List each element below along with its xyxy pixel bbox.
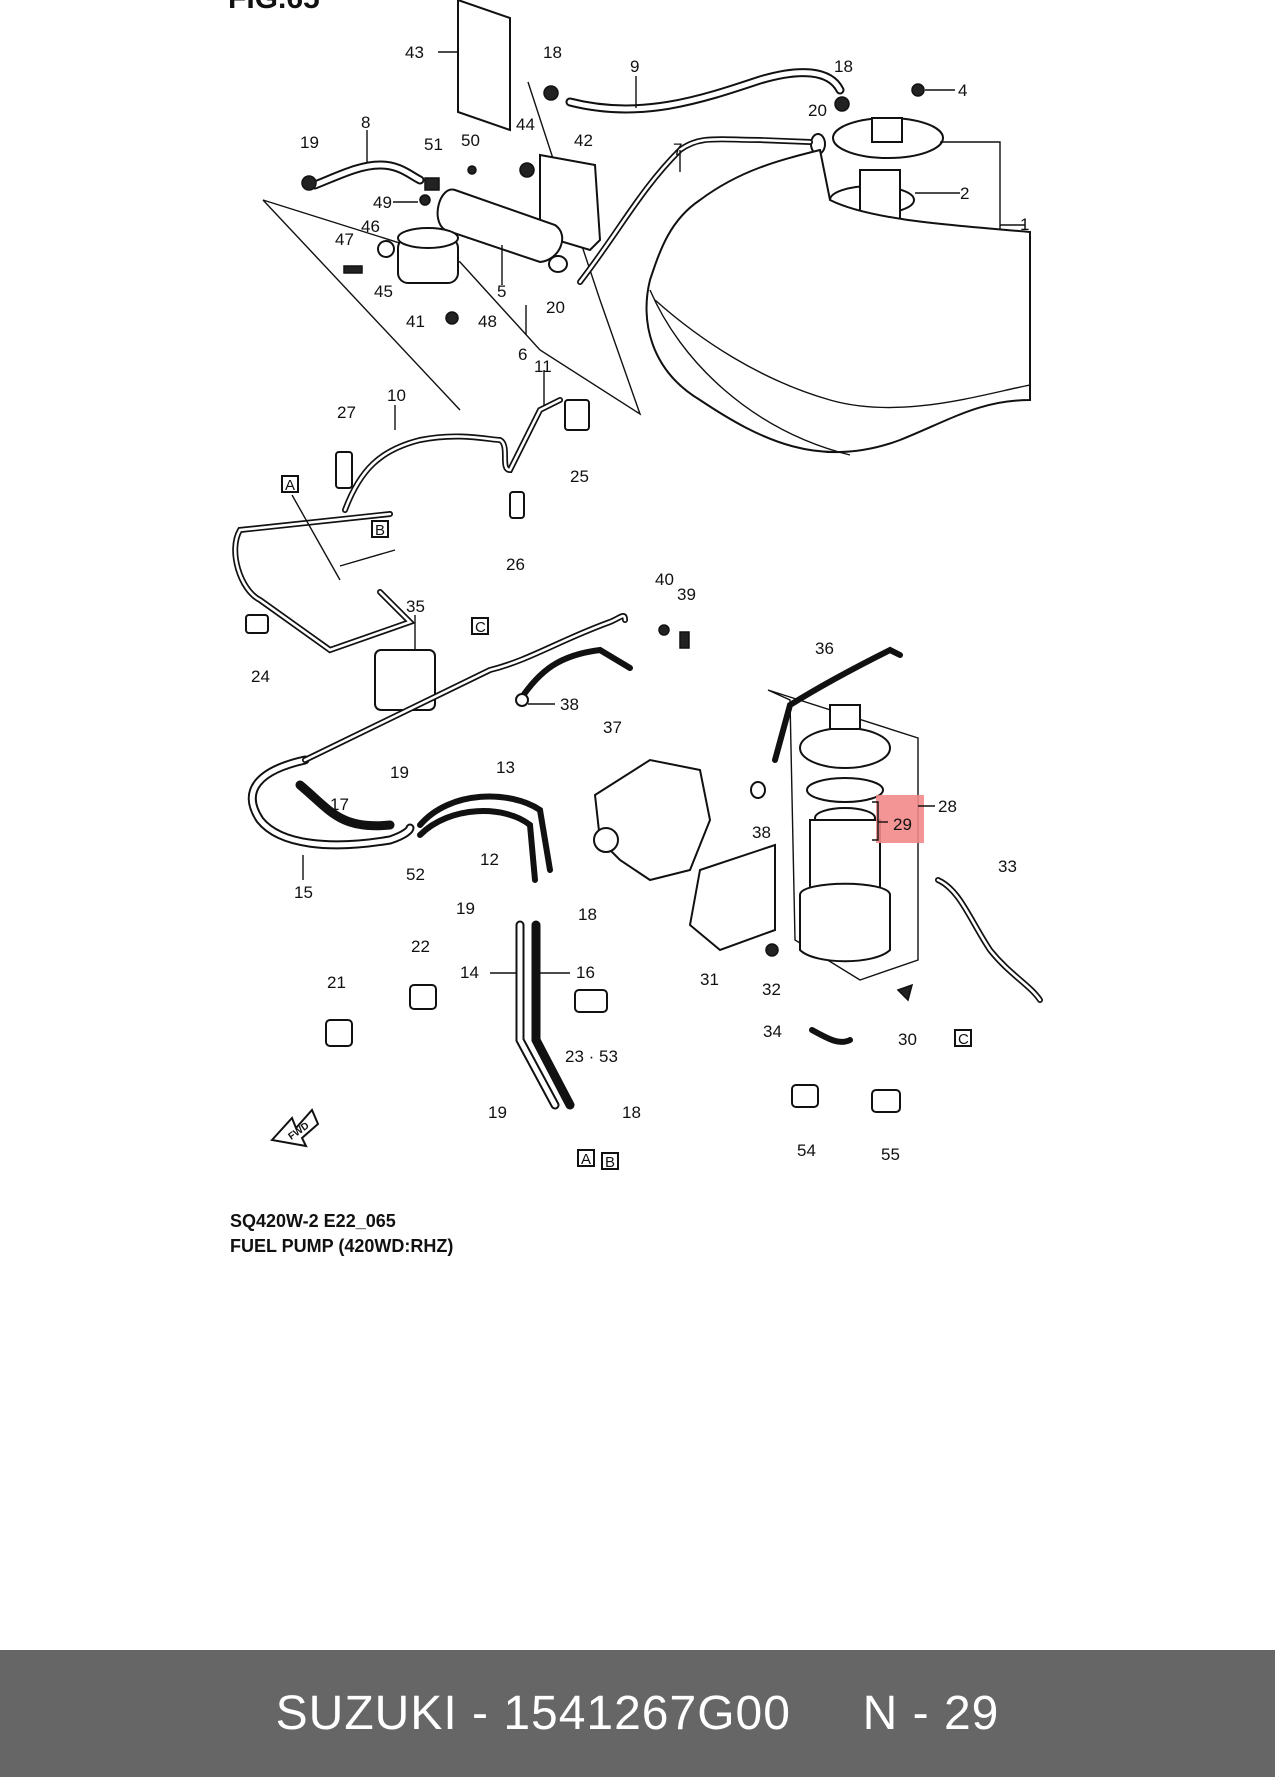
- label-2: 2: [960, 184, 969, 203]
- label-10: 10: [387, 386, 406, 405]
- label-19c: 19: [456, 899, 475, 918]
- label-47: 47: [335, 230, 354, 249]
- label-6: 6: [518, 345, 527, 364]
- label-29: 29: [893, 815, 912, 834]
- label-18d: 18: [622, 1103, 641, 1122]
- label-5: 5: [497, 282, 506, 301]
- label-38b: 38: [752, 823, 771, 842]
- label-4: 4: [958, 81, 967, 100]
- label-42: 42: [574, 131, 593, 150]
- label-18b: 18: [834, 57, 853, 76]
- label-30: 30: [898, 1030, 917, 1049]
- label-52: 52: [406, 865, 425, 884]
- label-18a: 18: [543, 43, 562, 62]
- label-21: 21: [327, 973, 346, 992]
- label-18c: 18: [578, 905, 597, 924]
- label-14: 14: [460, 963, 479, 982]
- diagram-title: FUEL PUMP (420WD:RHZ): [230, 1236, 454, 1256]
- label-9: 9: [630, 57, 639, 76]
- label-41: 41: [406, 312, 425, 331]
- label-38a: 38: [560, 695, 579, 714]
- label-27: 27: [337, 403, 356, 422]
- label-28: 28: [938, 797, 957, 816]
- label-44: 44: [516, 115, 535, 134]
- ref-marker-c2: C: [958, 1031, 969, 1048]
- filter-cap: [799, 727, 891, 769]
- label-39: 39: [677, 585, 696, 604]
- label-7: 7: [673, 140, 682, 159]
- diagram-caption: SQ420W-2 E22_065 FUEL PUMP (420WD:RHZ): [230, 1209, 453, 1259]
- label-43: 43: [405, 43, 424, 62]
- label-40: 40: [655, 570, 674, 589]
- injection-pump: [593, 758, 712, 882]
- label-19d: 19: [488, 1103, 507, 1122]
- label-19a: 19: [300, 133, 319, 152]
- label-17: 17: [330, 795, 349, 814]
- label-19b: 19: [390, 763, 409, 782]
- footer-separator: -: [472, 1687, 489, 1740]
- label-37: 37: [603, 718, 622, 737]
- label-20a: 20: [808, 101, 827, 120]
- label-12: 12: [480, 850, 499, 869]
- label-13: 13: [496, 758, 515, 777]
- label-46: 46: [361, 217, 380, 236]
- label-49: 49: [373, 193, 392, 212]
- label-16: 16: [576, 963, 595, 982]
- label-8: 8: [361, 113, 370, 132]
- part-5-filter: [436, 188, 564, 264]
- parts-diagram: FIG.65 43 9 18 18 4 20 1 2 3 7 8 19: [228, 0, 1043, 1171]
- diagram-code: SQ420W-2 E22_065: [230, 1211, 396, 1231]
- ref-marker-a1: A: [285, 477, 295, 494]
- ref-marker-b2: B: [605, 1154, 615, 1171]
- label-11: 11: [534, 357, 552, 376]
- label-22: 22: [411, 937, 430, 956]
- fwd-arrow-icon: FWD: [270, 1108, 320, 1148]
- label-26: 26: [506, 555, 525, 574]
- label-50: 50: [461, 131, 480, 150]
- label-54: 54: [797, 1141, 816, 1160]
- footer-ref-prefix: N: [862, 1687, 899, 1740]
- label-35: 35: [406, 597, 425, 616]
- footer-brand: SUZUKI: [275, 1687, 458, 1740]
- ref-marker-a2: A: [581, 1151, 591, 1168]
- label-33: 33: [998, 857, 1017, 876]
- label-24: 24: [251, 667, 270, 686]
- label-23-53: 23 · 53: [565, 1047, 618, 1066]
- label-32: 32: [762, 980, 781, 999]
- label-20b: 20: [546, 298, 565, 317]
- footer-ref-separator: -: [912, 1687, 930, 1740]
- fuel-tank: [645, 148, 1031, 454]
- label-55: 55: [881, 1145, 900, 1164]
- label-31: 31: [700, 970, 719, 989]
- label-48: 48: [478, 312, 497, 331]
- label-36: 36: [815, 639, 834, 658]
- highlight-part-29: [876, 795, 924, 843]
- label-45: 45: [374, 282, 393, 301]
- fig-heading: FIG.65: [228, 0, 320, 15]
- label-34: 34: [763, 1022, 782, 1041]
- footer-ref-number: 29: [943, 1687, 1000, 1740]
- ref-marker-b1: B: [375, 522, 385, 539]
- label-1: 1: [1020, 215, 1029, 234]
- footer-bar: SUZUKI - 1541267G00 N - 29: [0, 1650, 1275, 1777]
- ref-marker-c1: C: [475, 619, 486, 636]
- label-15: 15: [294, 883, 313, 902]
- label-51: 51: [424, 135, 443, 154]
- part-43-plate: [457, 0, 511, 132]
- footer-text: SUZUKI - 1541267G00 N - 29: [276, 1686, 1000, 1741]
- label-25: 25: [570, 467, 589, 486]
- footer-part-number: 1541267G00: [503, 1687, 791, 1740]
